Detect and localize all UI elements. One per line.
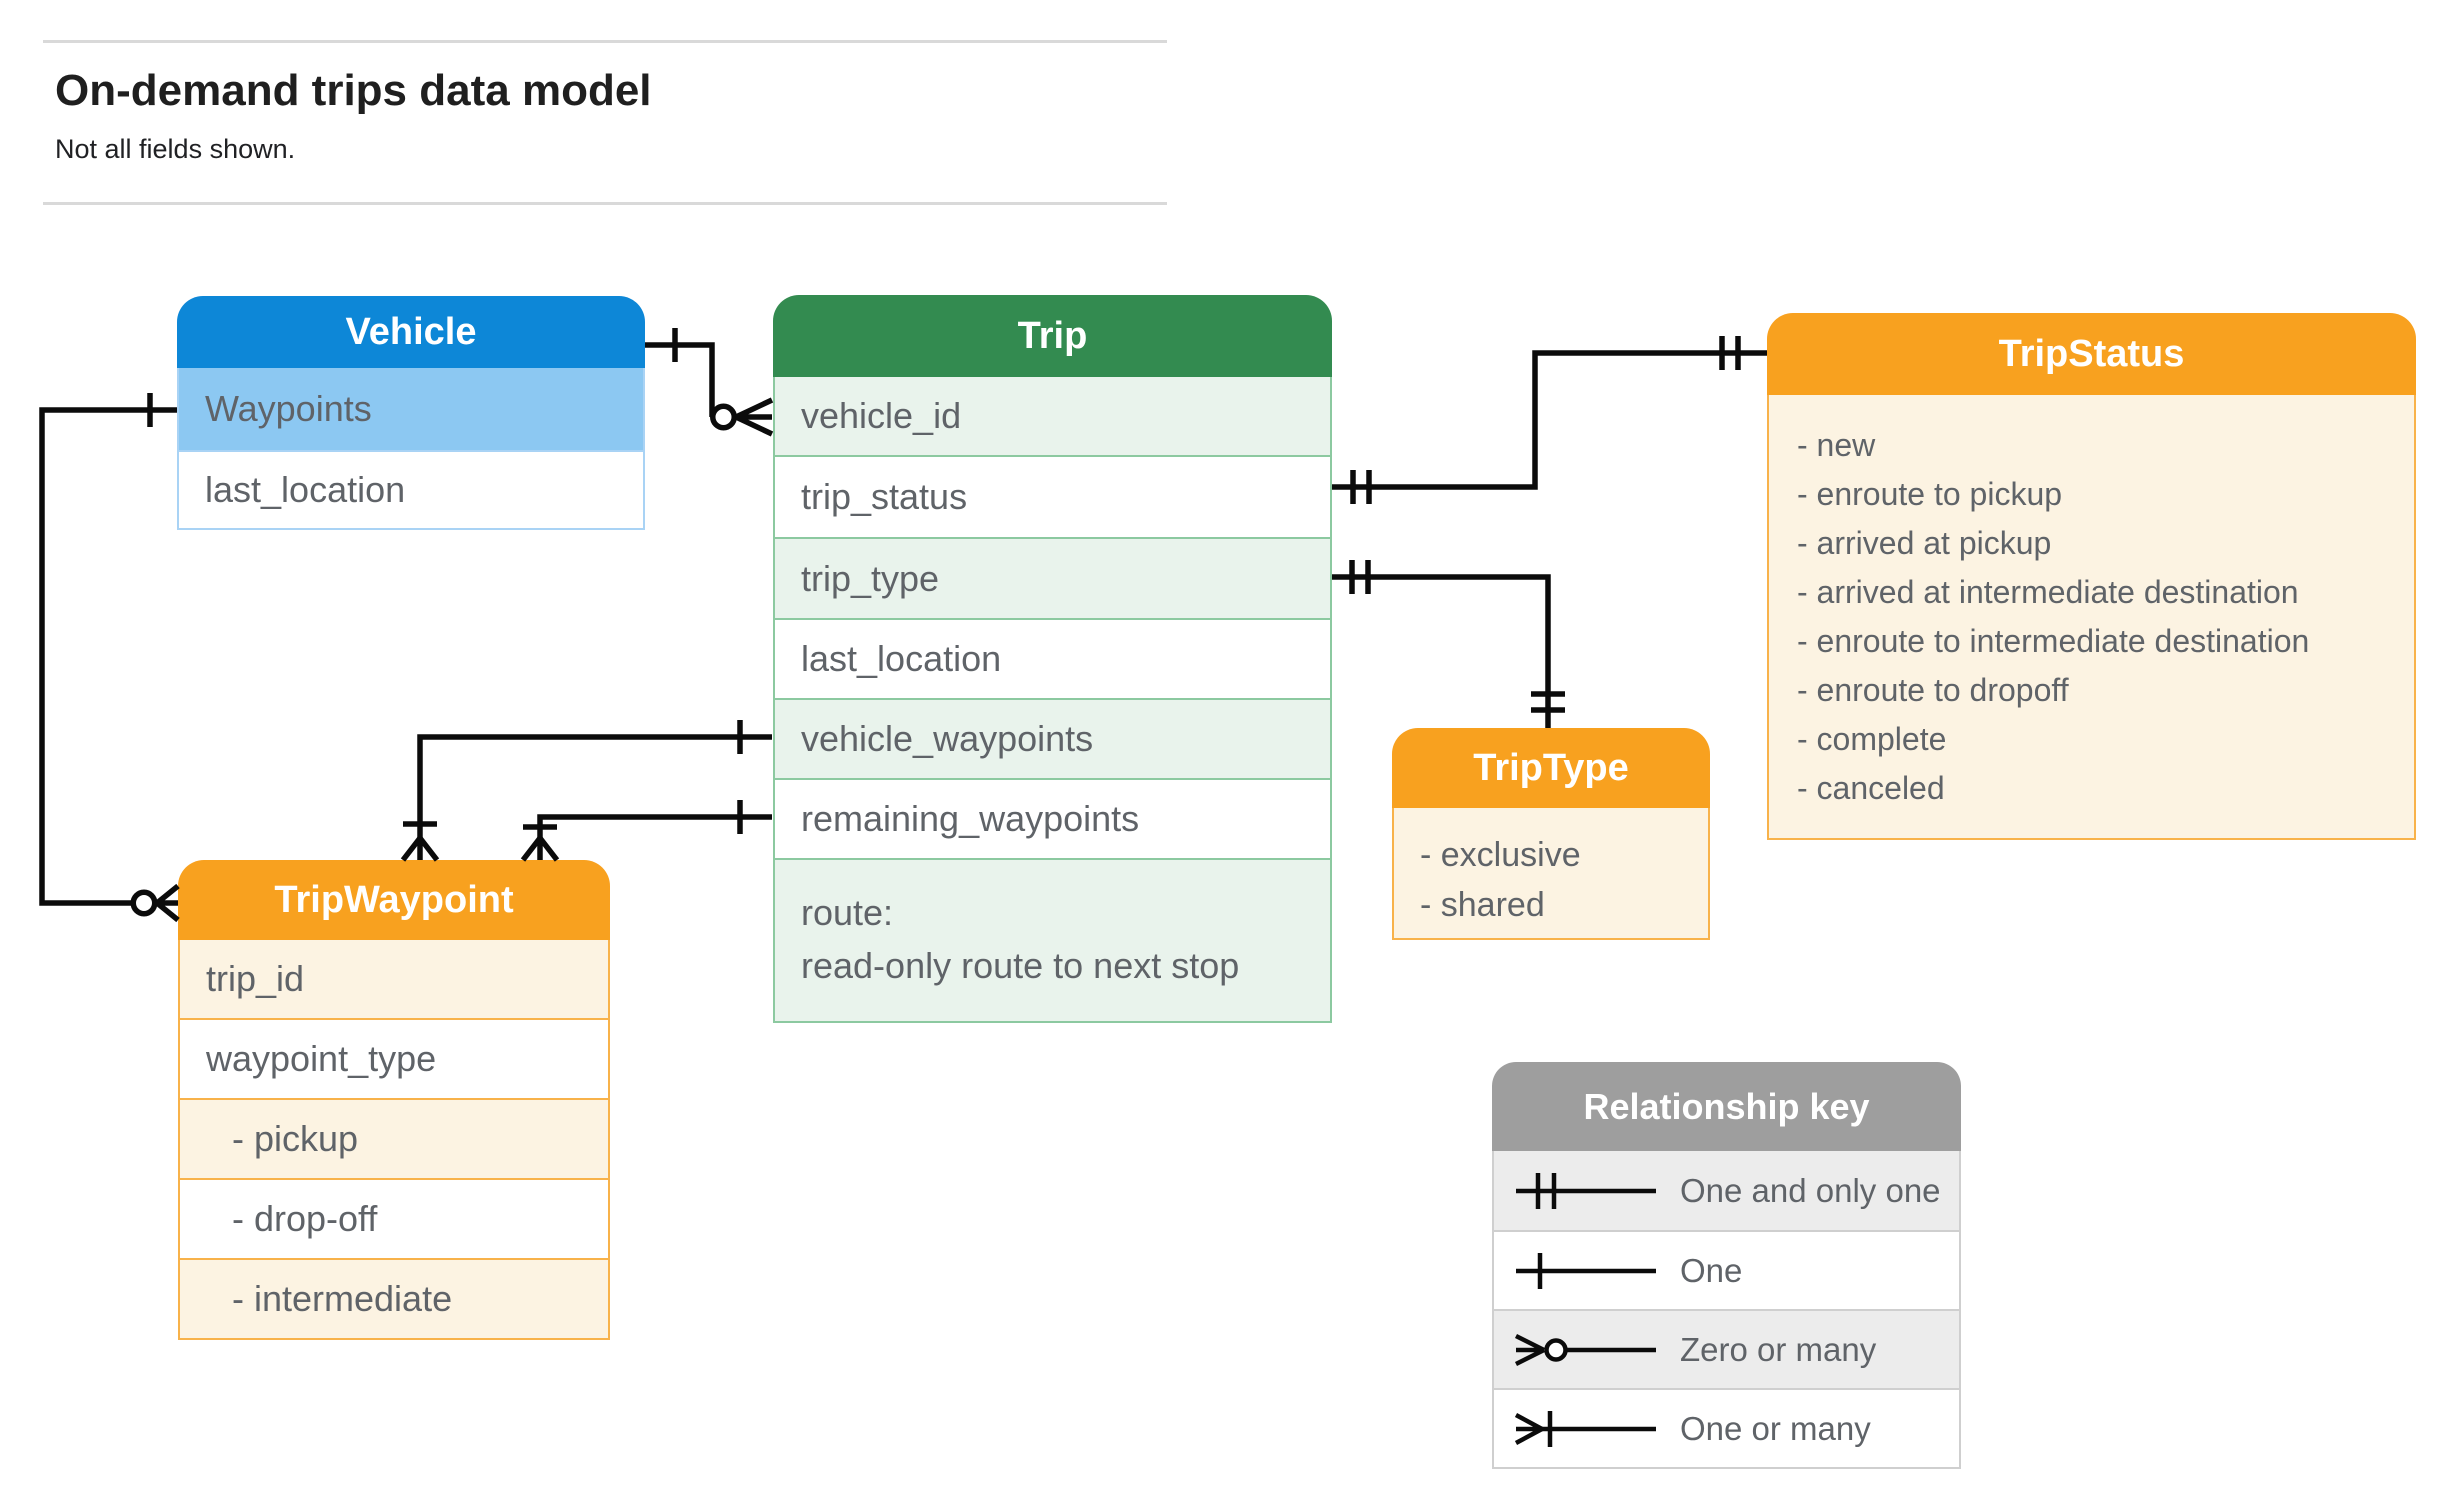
row-label: trip_status xyxy=(801,476,968,517)
connector-vehicle-tripwaypoint xyxy=(39,393,180,923)
entity-trip-status-body: - new - enroute to pickup - arrived at p… xyxy=(1767,395,2416,840)
entity-trip-type: TripType - exclusive - shared xyxy=(1392,728,1710,940)
status-value: - enroute to dropoff xyxy=(1797,672,2069,708)
row-label: trip_id xyxy=(206,958,305,999)
row-label: waypoint_type xyxy=(206,1038,437,1079)
row-label: remaining_waypoints xyxy=(801,798,1140,839)
row-waypoint-type: waypoint_type xyxy=(180,1018,608,1098)
entity-trip-waypoint-title: TripWaypoint xyxy=(274,878,514,921)
key-label: Zero or many xyxy=(1680,1330,1877,1368)
one-or-many-icon xyxy=(1514,1410,1656,1447)
row-label: vehicle_id xyxy=(801,395,962,436)
entity-trip-status: TripStatus - new - enroute to pickup - a… xyxy=(1767,313,2416,840)
connector-vehicle-trip xyxy=(645,328,774,437)
route-line1: route: xyxy=(801,892,894,933)
type-value: - shared xyxy=(1420,886,1545,924)
entity-trip-type-header: TripType xyxy=(1392,728,1710,808)
entity-vehicle-header: Vehicle xyxy=(177,296,645,368)
row-route: route: read-only route to next stop xyxy=(775,858,1330,1021)
row-label: - drop-off xyxy=(232,1198,378,1239)
zero-or-many-icon xyxy=(1514,1333,1656,1366)
row-label: trip_type xyxy=(801,557,940,599)
row-value-drop-off: - drop-off xyxy=(180,1178,608,1258)
connector-tripstatus xyxy=(1332,336,1767,504)
status-value: - enroute to intermediate destination xyxy=(1797,623,2310,659)
key-row-zero-or-many: Zero or many xyxy=(1494,1309,1959,1388)
entity-vehicle: Vehicle Waypoints last_location xyxy=(177,296,645,530)
type-value: - exclusive xyxy=(1420,836,1581,874)
entity-trip: Trip vehicle_id trip_status trip_type la… xyxy=(773,295,1332,1023)
row-last-location: last_location xyxy=(775,618,1330,698)
page-title: On-demand trips data model xyxy=(55,66,652,115)
entity-trip-body: vehicle_id trip_status trip_type last_lo… xyxy=(773,377,1332,1023)
row-last-location: last_location xyxy=(179,450,643,528)
row-trip-id: trip_id xyxy=(180,940,608,1018)
row-vehicle-waypoints: vehicle_waypoints xyxy=(775,698,1330,778)
row-value-pickup: - pickup xyxy=(180,1098,608,1178)
row-value-intermediate: - intermediate xyxy=(180,1258,608,1338)
entity-vehicle-body: Waypoints last_location xyxy=(177,368,645,530)
relationship-key-header: Relationship key xyxy=(1492,1062,1961,1151)
row-label: last_location xyxy=(801,638,1002,679)
connector-vehicle-waypoints xyxy=(400,720,772,862)
one-and-only-one-icon xyxy=(1516,1172,1656,1209)
key-label: One and only one xyxy=(1680,1171,1941,1209)
row-trip-status: trip_status xyxy=(775,455,1330,537)
status-value: - complete xyxy=(1797,721,1947,757)
connector-remaining-waypoints xyxy=(520,800,772,862)
entity-trip-status-header: TripStatus xyxy=(1767,313,2416,395)
title-bottom-divider xyxy=(43,202,1167,205)
entity-trip-waypoint-body: trip_id waypoint_type - pickup - drop-of… xyxy=(178,940,610,1340)
row-remaining-waypoints: remaining_waypoints xyxy=(775,778,1330,858)
row-label: last_location xyxy=(205,469,406,510)
row-label: - intermediate xyxy=(232,1278,453,1319)
row-label: - pickup xyxy=(232,1118,359,1159)
row-vehicle-id: vehicle_id xyxy=(775,377,1330,455)
status-value: - enroute to pickup xyxy=(1797,476,2063,512)
entity-trip-status-title: TripStatus xyxy=(1998,332,2185,375)
status-value: - arrived at intermediate destination xyxy=(1797,574,2299,610)
key-label: One or many xyxy=(1680,1409,1871,1447)
entity-trip-title: Trip xyxy=(1017,314,1088,357)
entity-vehicle-title: Vehicle xyxy=(345,310,477,353)
top-divider xyxy=(43,40,1167,43)
entity-trip-type-title: TripType xyxy=(1473,746,1629,789)
row-label: Waypoints xyxy=(205,388,372,429)
route-line2: read-only route to next stop xyxy=(801,945,1240,986)
relationship-key-body: One and only one One Zero or many One or… xyxy=(1492,1151,1961,1469)
entity-trip-waypoint: TripWaypoint trip_id waypoint_type - pic… xyxy=(178,860,610,1340)
relationship-key-title: Relationship key xyxy=(1583,1085,1870,1127)
relationship-key: Relationship key One and only one One Ze… xyxy=(1492,1062,1961,1469)
key-row-one-or-many: One or many xyxy=(1494,1388,1959,1467)
status-value: - arrived at pickup xyxy=(1797,525,2052,561)
connector-triptype xyxy=(1332,560,1565,728)
one-icon xyxy=(1516,1252,1656,1289)
page-subtitle: Not all fields shown. xyxy=(55,134,296,164)
row-label: vehicle_waypoints xyxy=(801,718,1094,759)
row-waypoints: Waypoints xyxy=(179,368,643,450)
entity-trip-type-body: - exclusive - shared xyxy=(1392,808,1710,940)
status-value: - new xyxy=(1797,427,1876,463)
status-value: - canceled xyxy=(1797,770,1945,806)
entity-trip-waypoint-header: TripWaypoint xyxy=(178,860,610,940)
entity-trip-header: Trip xyxy=(773,295,1332,377)
row-trip-type: trip_type xyxy=(775,537,1330,618)
key-row-one: One xyxy=(1494,1230,1959,1309)
key-label: One xyxy=(1680,1251,1743,1289)
key-row-one-and-only-one: One and only one xyxy=(1494,1151,1959,1230)
